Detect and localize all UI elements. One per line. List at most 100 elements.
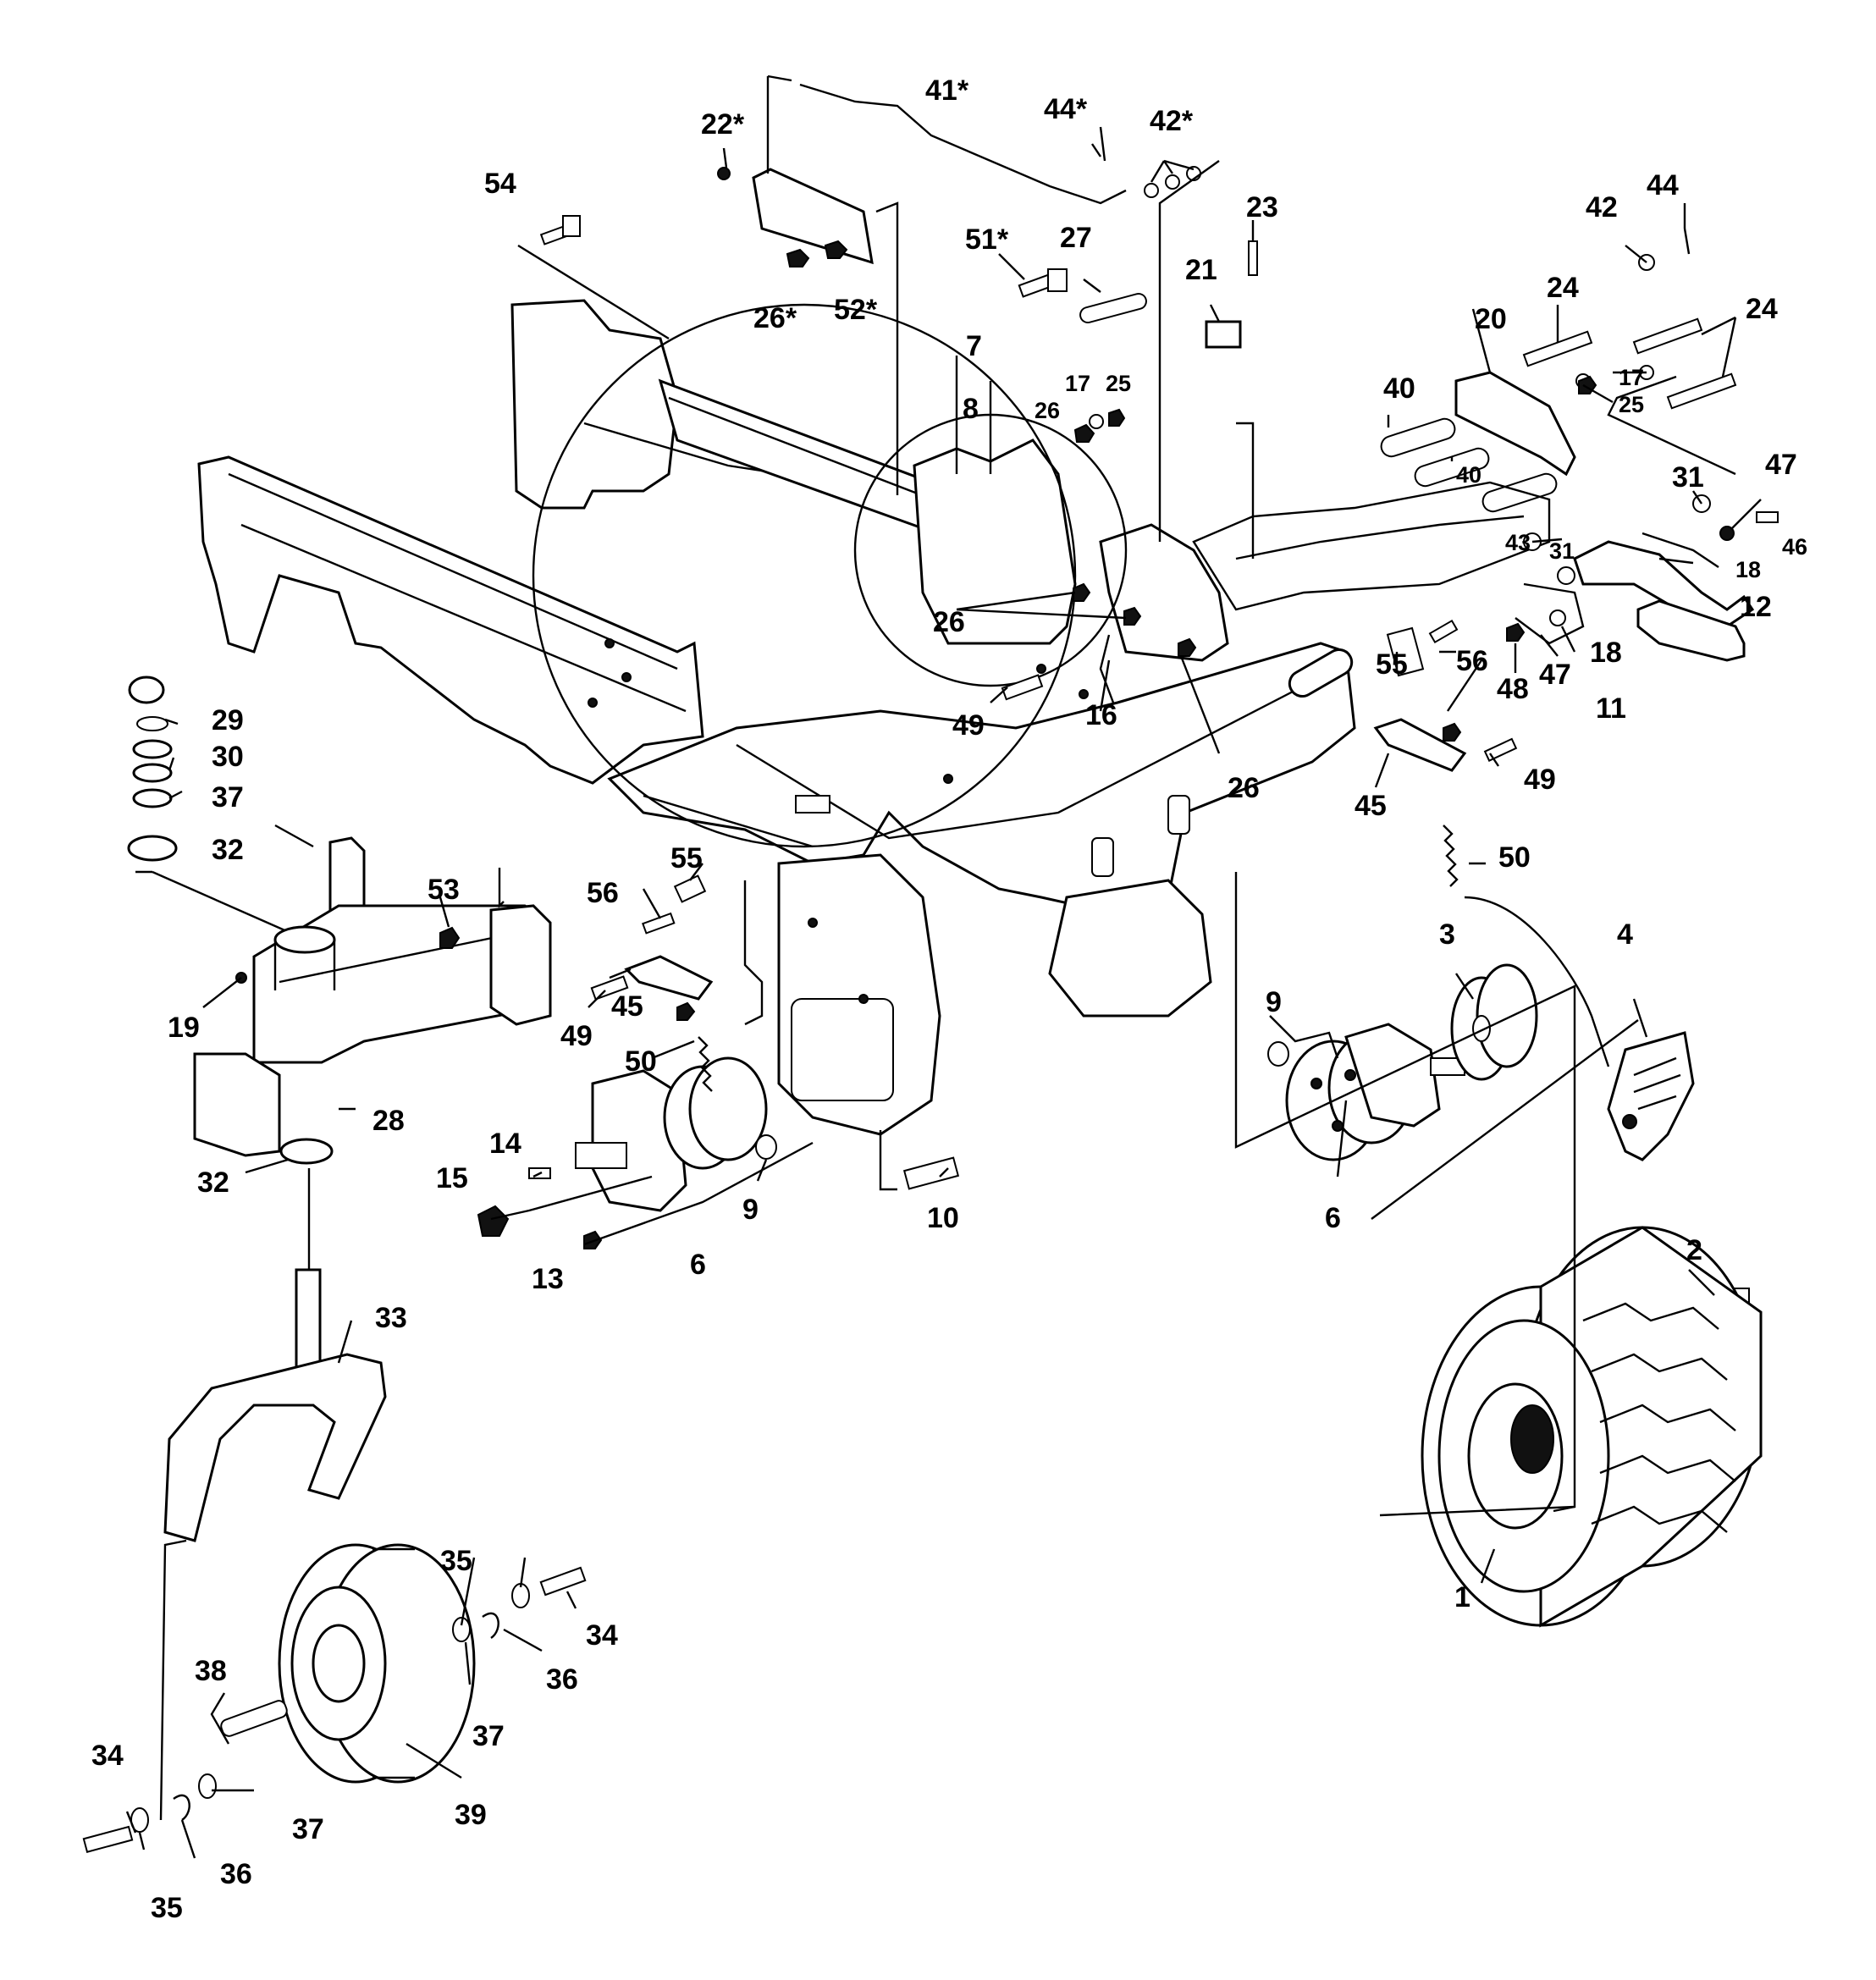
callout: 42 [1586, 191, 1618, 223]
callout: 37 [212, 781, 244, 814]
callout: 12 [1740, 591, 1772, 623]
brake-4 [1607, 1031, 1695, 1161]
callout: 37 [472, 1720, 505, 1752]
callout: 25 [1106, 371, 1131, 396]
callout: 14 [489, 1128, 521, 1160]
callout: 36 [220, 1858, 252, 1890]
callout: 24 [1547, 272, 1579, 304]
callout: 28 [372, 1105, 405, 1137]
switch-21 [1205, 320, 1242, 349]
callout: 20 [1475, 303, 1507, 335]
callout: 46 [1782, 534, 1807, 560]
callout: 50 [1498, 841, 1531, 874]
callout: 32 [212, 834, 244, 866]
callout: 21 [1185, 254, 1217, 286]
callout: 45 [1355, 790, 1387, 822]
bolt-10 [902, 1156, 960, 1190]
callout: 3 [1439, 918, 1455, 951]
bracket-52 [752, 168, 874, 265]
callout: 42* [1150, 105, 1194, 137]
callout: 17 [1065, 371, 1090, 396]
callout: 38 [195, 1655, 227, 1687]
rod-41 [799, 83, 1127, 205]
callout: 8 [963, 393, 979, 425]
callout: 16 [1085, 699, 1117, 731]
caster-fork-33 [163, 1353, 387, 1542]
callout: 40 [1383, 372, 1415, 405]
callout: 47 [1539, 659, 1571, 691]
callout: 23 [1246, 191, 1278, 223]
callout: 54 [484, 168, 516, 200]
bolt-24-a [1522, 330, 1593, 367]
cap-29 [128, 676, 165, 704]
callout: 49 [952, 709, 985, 742]
detail-circle-large [532, 303, 1077, 848]
callout: 35 [151, 1892, 183, 1924]
clip-30 [136, 716, 168, 731]
callout: 6 [690, 1249, 706, 1281]
nut-13 [583, 1230, 603, 1249]
callout: 47 [1765, 449, 1797, 481]
callout: 49 [1524, 764, 1556, 796]
bolt-24-c [1666, 372, 1737, 410]
callout: 45 [611, 990, 643, 1023]
hub-3 [1450, 963, 1538, 1081]
bushing-32-top [127, 835, 178, 862]
roller-40-b [1414, 447, 1490, 488]
callout: 15 [436, 1162, 468, 1194]
callout: 9 [742, 1194, 759, 1226]
callout: 30 [212, 741, 244, 773]
callout: 7 [966, 330, 982, 362]
callout: 4 [1617, 918, 1633, 951]
callout: 1 [1454, 1581, 1470, 1613]
callout: 50 [625, 1045, 657, 1078]
caster-wheel-39 [278, 1543, 476, 1784]
roller-40-a [1380, 417, 1456, 458]
callout: 26* [753, 302, 797, 334]
bushing-32-bottom [279, 1138, 334, 1165]
callout: 35 [440, 1545, 472, 1577]
callout: 24 [1746, 293, 1778, 325]
bolt-51 [1018, 268, 1068, 298]
nut-15 [477, 1205, 510, 1237]
callout: 36 [546, 1663, 578, 1696]
spring-50-right [1443, 825, 1459, 887]
callout: 17 [1619, 365, 1644, 390]
callout: 48 [1497, 673, 1529, 705]
bushing-9-left [755, 1134, 777, 1160]
callout: 56 [587, 877, 619, 909]
bushing-9-right [1267, 1041, 1289, 1067]
callout: 55 [1376, 648, 1408, 681]
callout: 43 [1505, 530, 1531, 555]
callout: 34 [586, 1619, 618, 1652]
callout: 18 [1735, 557, 1761, 582]
bracket-45-right [1373, 718, 1467, 772]
leader-lines [125, 74, 1762, 1859]
callout-labels: 41* 44* 42* 22* 54 23 51* 27 21 44 42 26… [91, 74, 1807, 1924]
callout: 55 [670, 842, 703, 874]
washer-37-a [132, 739, 173, 759]
tire-1 [1421, 1226, 1763, 1628]
callout: 44* [1044, 93, 1088, 125]
callout: 26 [933, 606, 965, 638]
screw-23 [1248, 240, 1258, 276]
callout: 31 [1672, 461, 1704, 494]
callout: 33 [375, 1302, 407, 1334]
callout: 56 [1456, 645, 1488, 677]
callout: 41* [925, 74, 969, 107]
callout: 11 [1596, 692, 1626, 725]
bolt-49-mid [1001, 674, 1044, 701]
spring-50-left [698, 1036, 713, 1092]
bracket-45-left [624, 955, 714, 1001]
callout: 9 [1266, 986, 1282, 1018]
callout: 32 [197, 1166, 229, 1199]
bolt-24-b [1632, 317, 1703, 355]
callout: 34 [91, 1740, 124, 1772]
nut-53 [439, 926, 461, 949]
callout: 13 [532, 1263, 564, 1295]
callout: 27 [1060, 222, 1092, 254]
callout: 19 [168, 1012, 200, 1044]
callout: 49 [560, 1020, 593, 1052]
callout: 44 [1647, 169, 1679, 201]
